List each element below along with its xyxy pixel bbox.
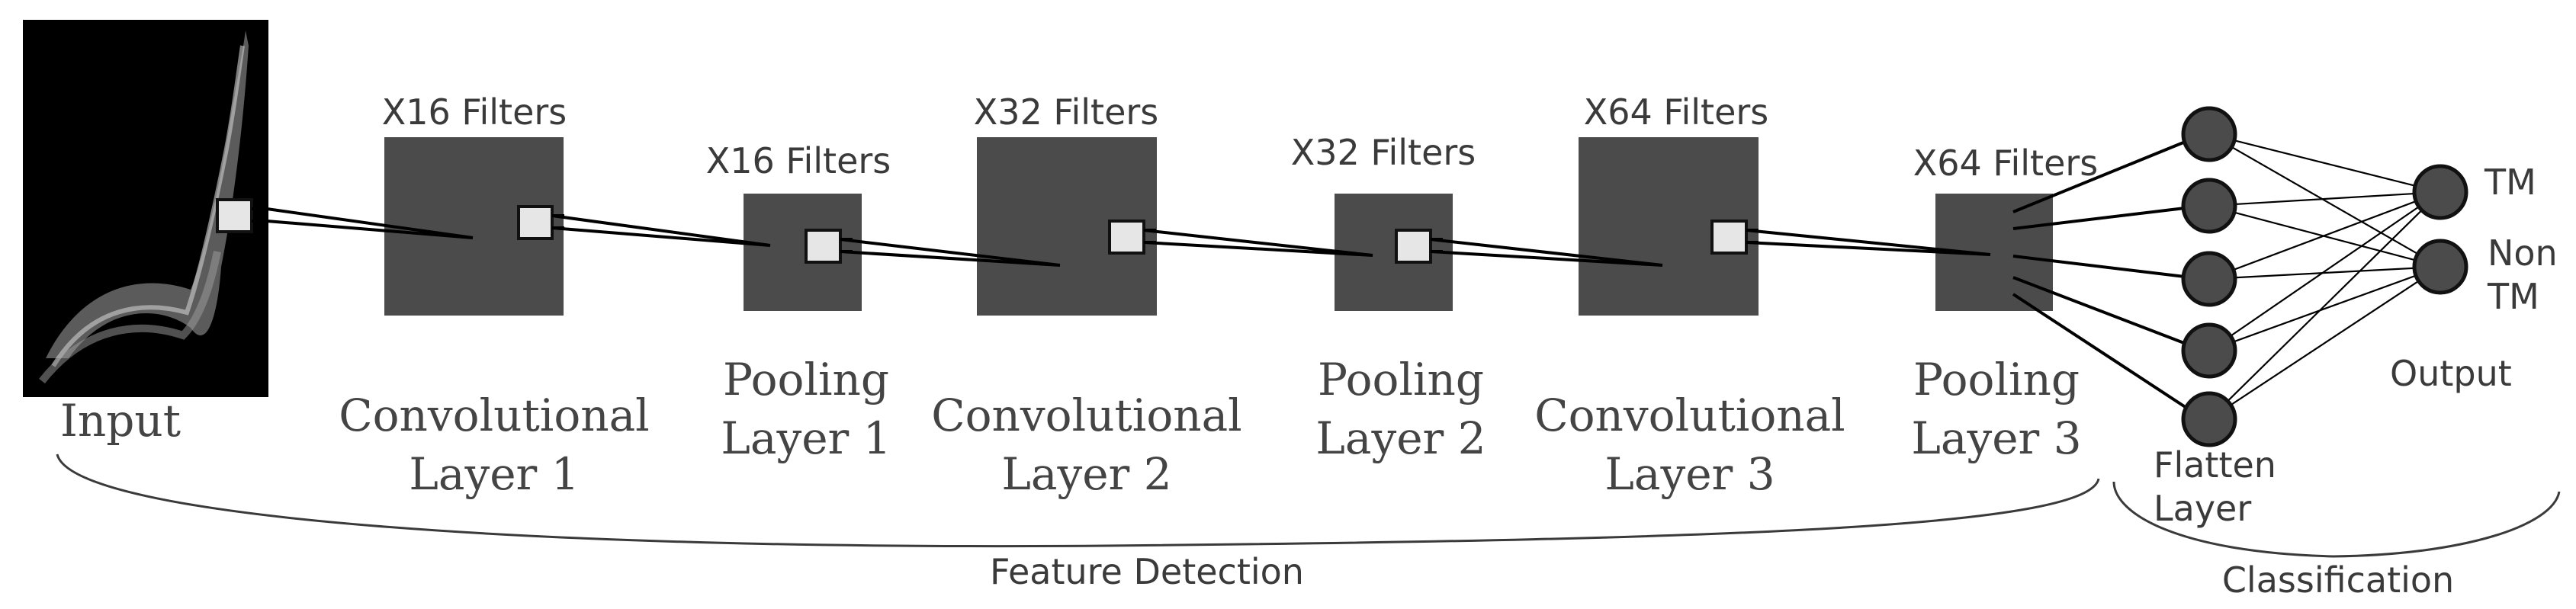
pool-layer-2-filters: X32 Filters	[1291, 132, 1476, 173]
conv-layer-2-name-line1: Convolutional	[931, 389, 1242, 441]
pool-layer-1-name-line1: Pooling	[723, 354, 889, 405]
pool-layer-3-filters: X64 Filters	[1913, 143, 2099, 184]
flatten-neuron	[2181, 391, 2237, 447]
flatten-neuron	[2181, 106, 2237, 162]
flatten-neuron	[2181, 322, 2237, 379]
output-neurons	[2412, 164, 2468, 295]
pool-layer-3-name-line2: Layer 3	[1911, 412, 2081, 464]
flatten-neuron	[2181, 178, 2237, 234]
conv-layer-2-filters: X32 Filters	[974, 91, 1159, 133]
output-neuron-tm	[2412, 164, 2468, 220]
feature-detection-brace	[56, 454, 2100, 548]
conv-layer-1-name-line2: Layer 1	[409, 448, 579, 500]
output-class-non-tm-line1: Non	[2488, 232, 2558, 274]
flatten-layer-neurons	[2181, 106, 2237, 447]
flatten-connections	[2012, 133, 2205, 421]
pool-layer-3-name-line1: Pooling	[1913, 354, 2080, 405]
output-neuron-non-tm	[2412, 239, 2468, 295]
pool-layer-2-name-line1: Pooling	[1318, 354, 1484, 405]
flatten-label-line2: Layer	[2154, 488, 2251, 529]
feature-detection-label: Feature Detection	[990, 551, 1304, 592]
pool-layer-2-name-line2: Layer 2	[1315, 412, 1486, 464]
conv-layer-2-name-line2: Layer 2	[1001, 448, 1171, 500]
classification-brace	[2112, 481, 2561, 558]
conv-layer-3-name-line2: Layer 3	[1604, 448, 1775, 500]
input-label: Input	[60, 395, 181, 447]
pool-layer-1-filters: X16 Filters	[706, 140, 891, 181]
conv-layer-1-name-line1: Convolutional	[339, 389, 650, 441]
flatten-label-line1: Flatten	[2154, 444, 2276, 486]
conv-layer-1-filters: X16 Filters	[382, 91, 567, 133]
pool-layer-1-name-line2: Layer 1	[721, 412, 891, 464]
receptive-field-patches	[216, 198, 1759, 264]
classification-label: Classification	[2222, 559, 2454, 601]
output-class-non-tm-line2: TM	[2487, 276, 2539, 317]
output-label: Output	[2390, 353, 2512, 394]
flatten-neuron	[2181, 251, 2237, 307]
output-class-tm: TM	[2484, 162, 2536, 203]
conv-layer-3-name-line1: Convolutional	[1534, 389, 1845, 441]
conv-layer-3-filters: X64 Filters	[1584, 91, 1769, 133]
receptive-field-connections	[266, 207, 1991, 267]
fully-connected-lines	[2208, 133, 2441, 420]
